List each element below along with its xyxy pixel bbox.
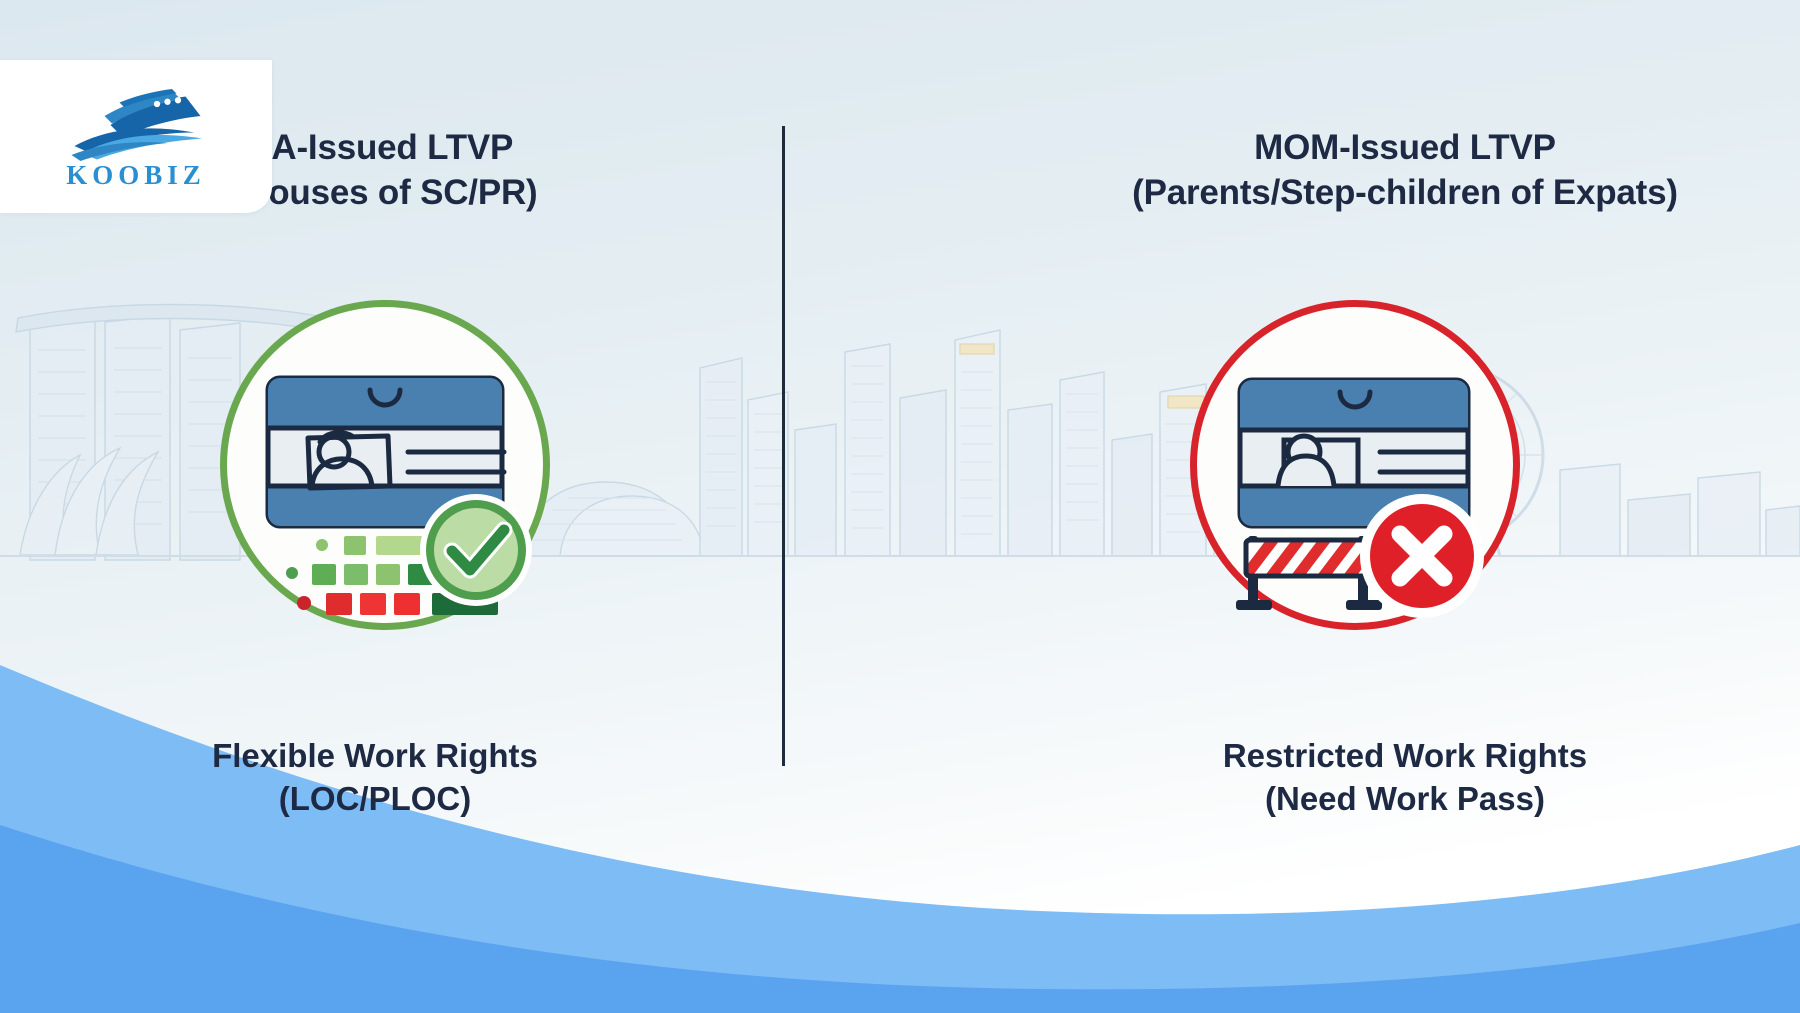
- caption-line-1: Flexible Work Rights: [212, 737, 538, 774]
- caption-line-1: Restricted Work Rights: [1222, 737, 1588, 774]
- caption-line-2: (Need Work Pass): [1265, 779, 1545, 817]
- brand-name: KOOBIZ: [66, 160, 206, 190]
- icon-restricted-wrap[interactable]: [1190, 300, 1520, 630]
- red-x-circle-icon: [1360, 494, 1484, 618]
- column-heading-mom: MOM-Issued LTVP (Parents/Step-children o…: [1015, 126, 1795, 216]
- caption-line-2: (LOC/PLOC): [278, 779, 472, 817]
- id-card-restricted-icon: [1236, 377, 1484, 618]
- road-barrier-icon: [1236, 536, 1382, 610]
- heading-line-1: MOM-Issued LTVP: [1254, 128, 1556, 167]
- brand-logo-card[interactable]: KOOBIZ: [0, 60, 272, 213]
- green-check-circle-icon: [420, 494, 532, 606]
- column-ica: ICA-Issued LTVP (Spouses of SC/PR): [5, 0, 785, 1013]
- icon-approved-wrap[interactable]: [220, 300, 550, 630]
- column-caption-mom: Restricted Work Rights (Need Work Pass): [1015, 735, 1795, 821]
- column-mom: MOM-Issued LTVP (Parents/Step-children o…: [1015, 0, 1795, 1013]
- bottom-wave-decoration: [0, 665, 1800, 1013]
- column-caption-ica: Flexible Work Rights (LOC/PLOC): [5, 735, 745, 821]
- heading-line-1: ICA-Issued LTVP: [236, 128, 514, 167]
- ship-wave-logo-icon: [71, 89, 202, 161]
- id-card-approved-icon: [265, 375, 532, 615]
- heading-line-2: (Parents/Step-children of Expats): [1132, 172, 1678, 212]
